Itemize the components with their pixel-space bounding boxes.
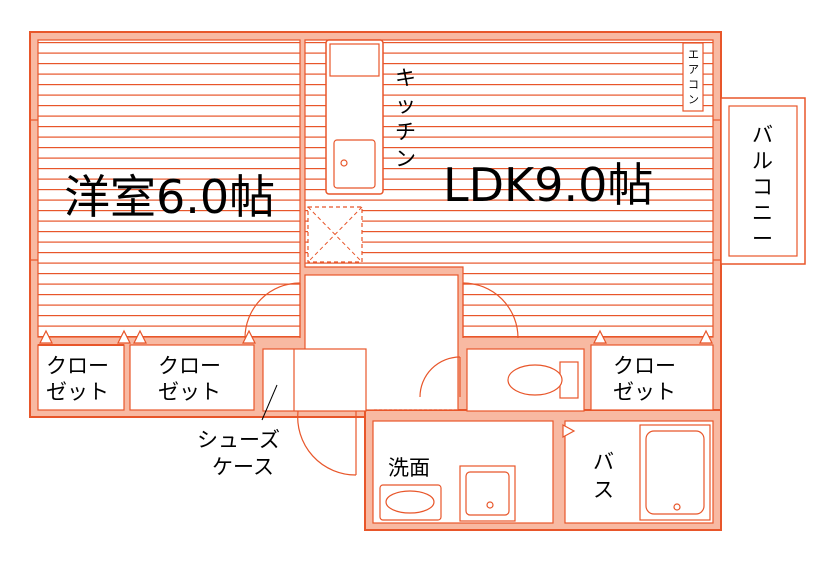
balcony-char: コ (752, 175, 773, 199)
closet-left-line1: クロー (46, 354, 109, 378)
shoe-case-line2: ケース (212, 455, 274, 479)
window-marks (30, 119, 721, 261)
bath-label: バ ス (593, 450, 614, 502)
door-swings (244, 282, 519, 476)
balcony-char: ル (752, 149, 773, 173)
closet-door-marks (39, 329, 713, 344)
closet-right-line2: ゼット (613, 380, 676, 404)
kitchen-counter (325, 39, 384, 195)
closet-right-line1: クロー (613, 354, 676, 378)
kitchen-char: キ (395, 66, 416, 90)
aircon-char: コ (688, 78, 699, 91)
shoe-case-label: シューズ ケース (197, 428, 280, 479)
shoe-case (261, 348, 367, 421)
closet-left-label: クロー ゼット (46, 354, 109, 404)
shoe-case-line1: シューズ (197, 428, 280, 452)
washroom-label: 洗面 (388, 456, 430, 480)
toilet-room (466, 348, 585, 412)
bathroom (562, 420, 714, 524)
closet-mid (129, 344, 255, 411)
aircon-char: ア (688, 63, 699, 76)
washroom (372, 420, 554, 524)
aircon-unit (682, 42, 704, 112)
balcony-char: ニ (752, 201, 773, 225)
balcony (720, 97, 806, 265)
bath-char: バ (593, 450, 614, 474)
closet-mid-label: クロー ゼット (158, 354, 221, 404)
aircon-char: エ (688, 48, 699, 61)
closet-right-label: クロー ゼット (613, 354, 676, 404)
balcony-char: バ (752, 123, 773, 147)
closet-mid-line1: クロー (158, 354, 221, 378)
balcony-label: バ ル コ ニ ー (752, 123, 773, 251)
kitchen-char: ッ (395, 93, 416, 117)
bath-char: ス (593, 478, 614, 502)
western-room-label: 洋室6.0帖 (64, 170, 275, 224)
closet-right (590, 344, 714, 411)
closet-left-line2: ゼット (46, 380, 109, 404)
closet-mid-line2: ゼット (158, 380, 221, 404)
fridge-space (307, 206, 363, 263)
kitchen-char: ン (395, 147, 416, 171)
kitchen-char: チ (395, 120, 416, 144)
aircon-char: ン (688, 93, 699, 106)
kitchen-label: キ ッ チ ン (395, 66, 416, 171)
ldk-label: LDK9.0帖 (443, 158, 653, 212)
closet-left (37, 344, 125, 411)
balcony-char: ー (752, 227, 773, 251)
aircon-label: エ ア コ ン (688, 48, 699, 106)
western-room-floor (37, 39, 301, 338)
